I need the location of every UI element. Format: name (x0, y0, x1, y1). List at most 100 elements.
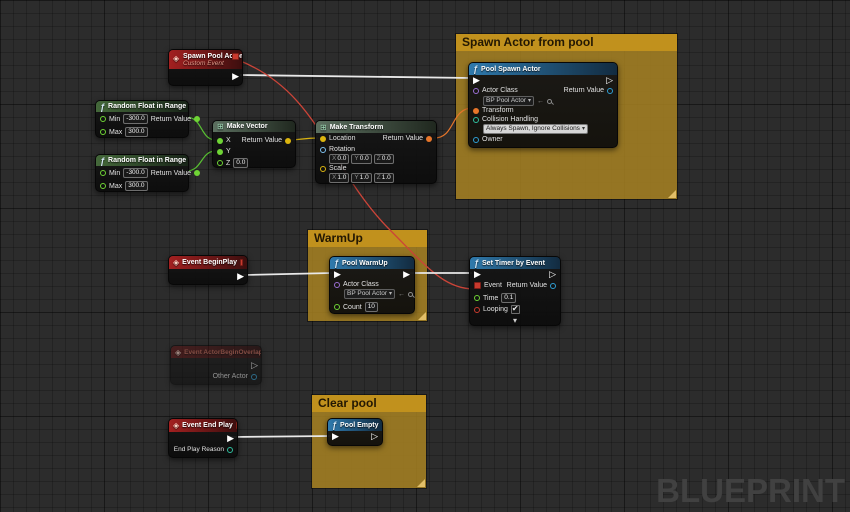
comment-resize-handle[interactable] (418, 312, 426, 320)
rotation-z-input[interactable]: Z0.0 (373, 154, 394, 164)
exec-out-pin[interactable] (549, 270, 556, 279)
min-value-input[interactable]: -300.0 (123, 114, 148, 124)
node-random-float-in-range-2[interactable]: Random Float in Range Min -300.0 Return … (95, 154, 201, 192)
collision-handling-pin[interactable] (473, 116, 479, 123)
scale-pin[interactable] (320, 165, 326, 172)
y-pin[interactable] (217, 148, 223, 155)
node-title: Pool WarmUp (342, 259, 388, 267)
browse-icon[interactable] (408, 291, 414, 297)
event-icon (173, 54, 179, 63)
owner-pin[interactable] (473, 136, 479, 143)
node-set-timer-by-event[interactable]: Set Timer by Event Event Return Value Ti… (469, 256, 561, 326)
actor-class-pin[interactable] (473, 87, 479, 94)
expand-pins-chevron-icon[interactable] (513, 316, 517, 325)
time-pin[interactable] (474, 295, 480, 301)
min-value-input[interactable]: -300.0 (123, 168, 148, 178)
node-header[interactable]: Event BeginPlay (169, 256, 247, 269)
exec-out-pin[interactable] (371, 432, 378, 441)
browse-icon[interactable] (547, 98, 553, 104)
exec-out-pin[interactable] (232, 72, 239, 81)
node-header[interactable]: Set Timer by Event (470, 257, 560, 269)
comment-title[interactable]: Clear pool (312, 395, 426, 412)
node-event-end-play[interactable]: Event End Play End Play Reason (168, 418, 238, 458)
scale-y-input[interactable]: Y1.0 (351, 173, 372, 183)
node-event-beginplay[interactable]: Event BeginPlay (168, 255, 248, 285)
comment-resize-handle[interactable] (668, 190, 676, 198)
rotation-x-input[interactable]: X0.0 (329, 154, 350, 164)
exec-in-pin[interactable] (334, 270, 341, 279)
exec-out-pin[interactable] (403, 270, 410, 279)
scale-z-input[interactable]: Z1.0 (373, 173, 394, 183)
looping-label: Looping (483, 306, 508, 313)
comment-resize-handle[interactable] (417, 479, 425, 487)
count-value-input[interactable]: 10 (364, 302, 378, 312)
comment-title[interactable]: Spawn Actor from pool (456, 34, 677, 51)
min-pin[interactable] (100, 170, 106, 176)
rotation-y-input[interactable]: Y0.0 (351, 154, 372, 164)
node-header[interactable]: Random Float in Range (96, 101, 188, 112)
collision-handling-dropdown[interactable]: Always Spawn, Ignore Collisions (483, 124, 588, 134)
node-spawn-pool-actor-event[interactable]: Spawn Pool Actor Custom Event (168, 49, 243, 86)
other-actor-pin[interactable] (251, 373, 257, 380)
return-value-pin[interactable] (607, 87, 613, 94)
event-pin[interactable] (474, 282, 481, 289)
exec-out-pin[interactable] (606, 76, 613, 85)
count-pin[interactable] (334, 304, 340, 310)
return-value-pin[interactable] (550, 282, 556, 289)
node-header[interactable]: Random Float in Range (96, 155, 188, 166)
max-value-input[interactable]: 300.0 (125, 181, 148, 191)
max-pin[interactable] (100, 183, 106, 189)
node-make-transform[interactable]: Make Transform Location Return Value Rot… (315, 120, 437, 184)
node-event-actorbeginoverlap[interactable]: Event ActorBeginOverlap Other Actor (170, 345, 262, 385)
exec-out-pin[interactable] (237, 272, 244, 281)
max-value-input[interactable]: 300.0 (125, 127, 148, 137)
return-value-pin[interactable] (426, 135, 432, 142)
z-pin[interactable] (217, 160, 223, 166)
actor-class-dropdown[interactable]: BP Pool Actor (344, 289, 396, 299)
node-make-vector[interactable]: Make Vector X Return Value Y Z 0.0 (212, 120, 296, 168)
exec-in-pin[interactable] (332, 432, 339, 441)
return-value-pin[interactable] (194, 116, 201, 122)
delegate-pin[interactable] (235, 422, 237, 429)
return-value-pin[interactable] (285, 137, 291, 144)
node-header[interactable]: Event ActorBeginOverlap (171, 346, 261, 358)
node-header[interactable]: Event End Play (169, 419, 237, 432)
rotation-pin[interactable] (320, 146, 326, 153)
looping-pin[interactable] (474, 306, 480, 313)
actor-class-pin[interactable] (334, 281, 340, 288)
exec-out-pin[interactable] (251, 361, 258, 370)
x-pin[interactable] (217, 137, 223, 144)
scale-x-input[interactable]: X1.0 (329, 173, 350, 183)
node-pool-empty[interactable]: Pool Empty (327, 418, 383, 446)
location-pin[interactable] (320, 135, 326, 142)
wire-exec-spawnevent-to-poolspawn[interactable] (239, 74, 472, 79)
node-header[interactable]: Pool Spawn Actor (469, 63, 617, 75)
time-value-input[interactable]: 0.1 (501, 293, 517, 303)
delegate-pin[interactable] (240, 259, 243, 266)
node-pool-spawn-actor[interactable]: Pool Spawn Actor Actor Class Return Valu… (468, 62, 618, 148)
max-pin[interactable] (100, 129, 106, 135)
looping-checkbox[interactable] (510, 304, 520, 314)
end-play-reason-pin[interactable] (227, 446, 233, 453)
delegate-pin[interactable] (232, 53, 239, 60)
z-value-input[interactable]: 0.0 (233, 158, 249, 168)
transform-pin[interactable] (473, 107, 479, 114)
node-header[interactable]: Spawn Pool Actor Custom Event (169, 50, 242, 69)
node-pool-warmup[interactable]: Pool WarmUp Actor Class BP Pool Actor Co… (329, 256, 415, 314)
node-header[interactable]: Make Vector (213, 121, 295, 132)
exec-in-pin[interactable] (473, 76, 480, 85)
exec-in-pin[interactable] (474, 270, 481, 279)
comment-title[interactable]: WarmUp (308, 230, 427, 247)
min-pin[interactable] (100, 116, 106, 122)
node-header[interactable]: Pool Empty (328, 419, 382, 431)
node-header[interactable]: Make Transform (316, 121, 436, 133)
actor-class-dropdown[interactable]: BP Pool Actor (483, 96, 535, 106)
node-random-float-in-range-1[interactable]: Random Float in Range Min -300.0 Return … (95, 100, 201, 138)
exec-out-pin[interactable] (227, 434, 234, 443)
return-value-pin[interactable] (194, 170, 201, 176)
reset-to-default-icon[interactable] (398, 291, 405, 298)
reset-to-default-icon[interactable] (537, 98, 544, 105)
end-play-reason-label: End Play Reason (173, 446, 224, 453)
node-header[interactable]: Pool WarmUp (330, 257, 414, 269)
